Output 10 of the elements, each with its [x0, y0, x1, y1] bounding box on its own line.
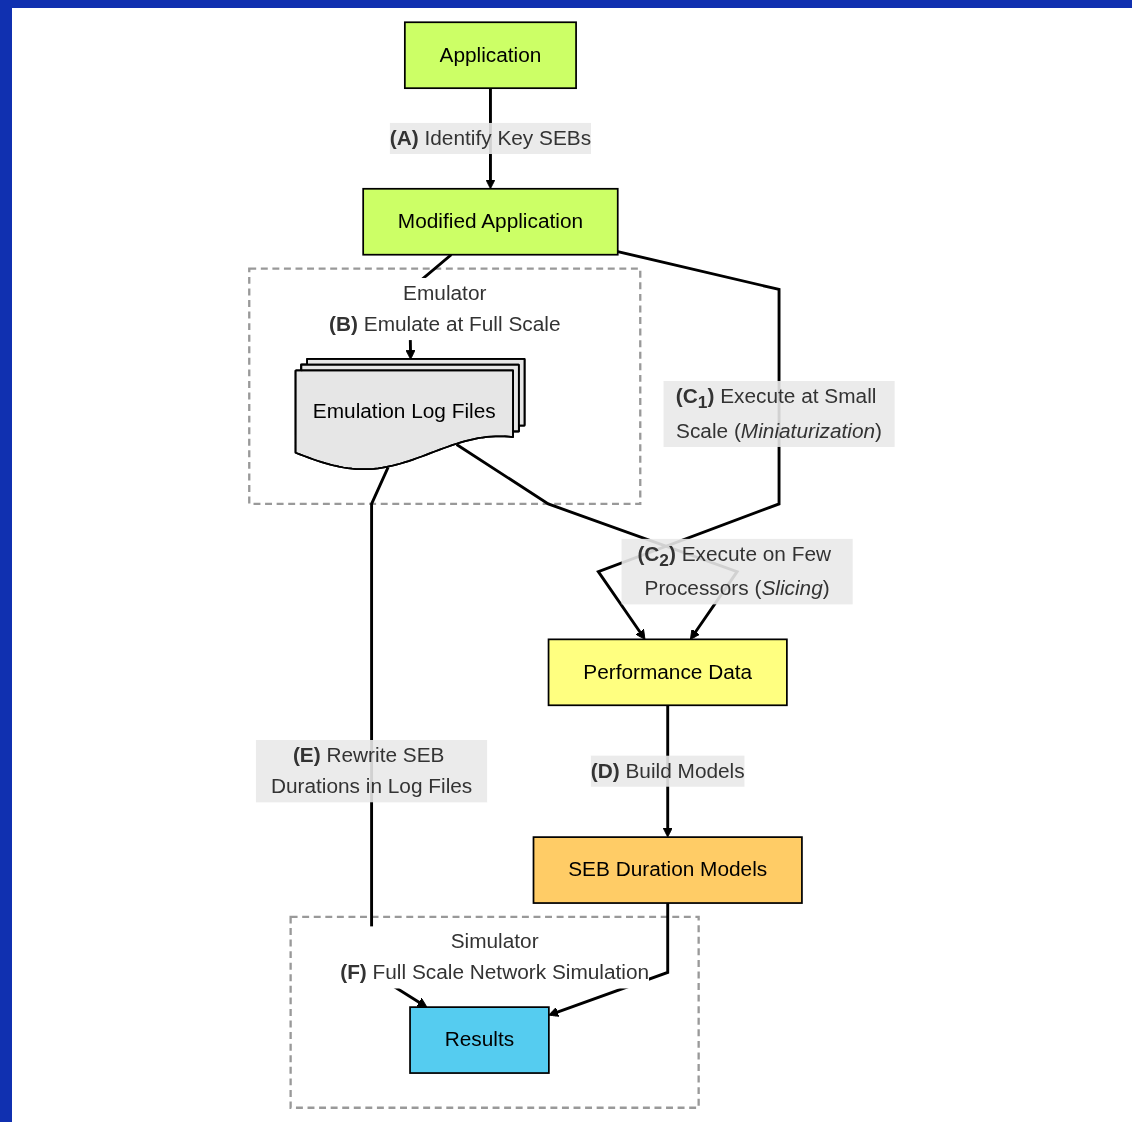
edge-label: (D) Build Models	[590, 759, 745, 783]
node-box: Modified Application	[362, 187, 619, 256]
edge-label: (E) Rewrite SEB Durations in Log Files	[270, 743, 473, 798]
edge-label: (A) Identify Key SEBs	[389, 126, 592, 150]
edge-label: (C$_{2}$) Execute on Few Processors (Slicing)	[637, 542, 832, 601]
node-box: SEB Duration Models	[532, 836, 803, 904]
edge-label: (C$_{1}$) Execute at Small Scale (Miniaturization)	[675, 384, 883, 443]
node-box: Performance Data	[547, 638, 788, 707]
node-box: Application	[404, 21, 577, 90]
node-box: Results	[409, 1006, 550, 1074]
